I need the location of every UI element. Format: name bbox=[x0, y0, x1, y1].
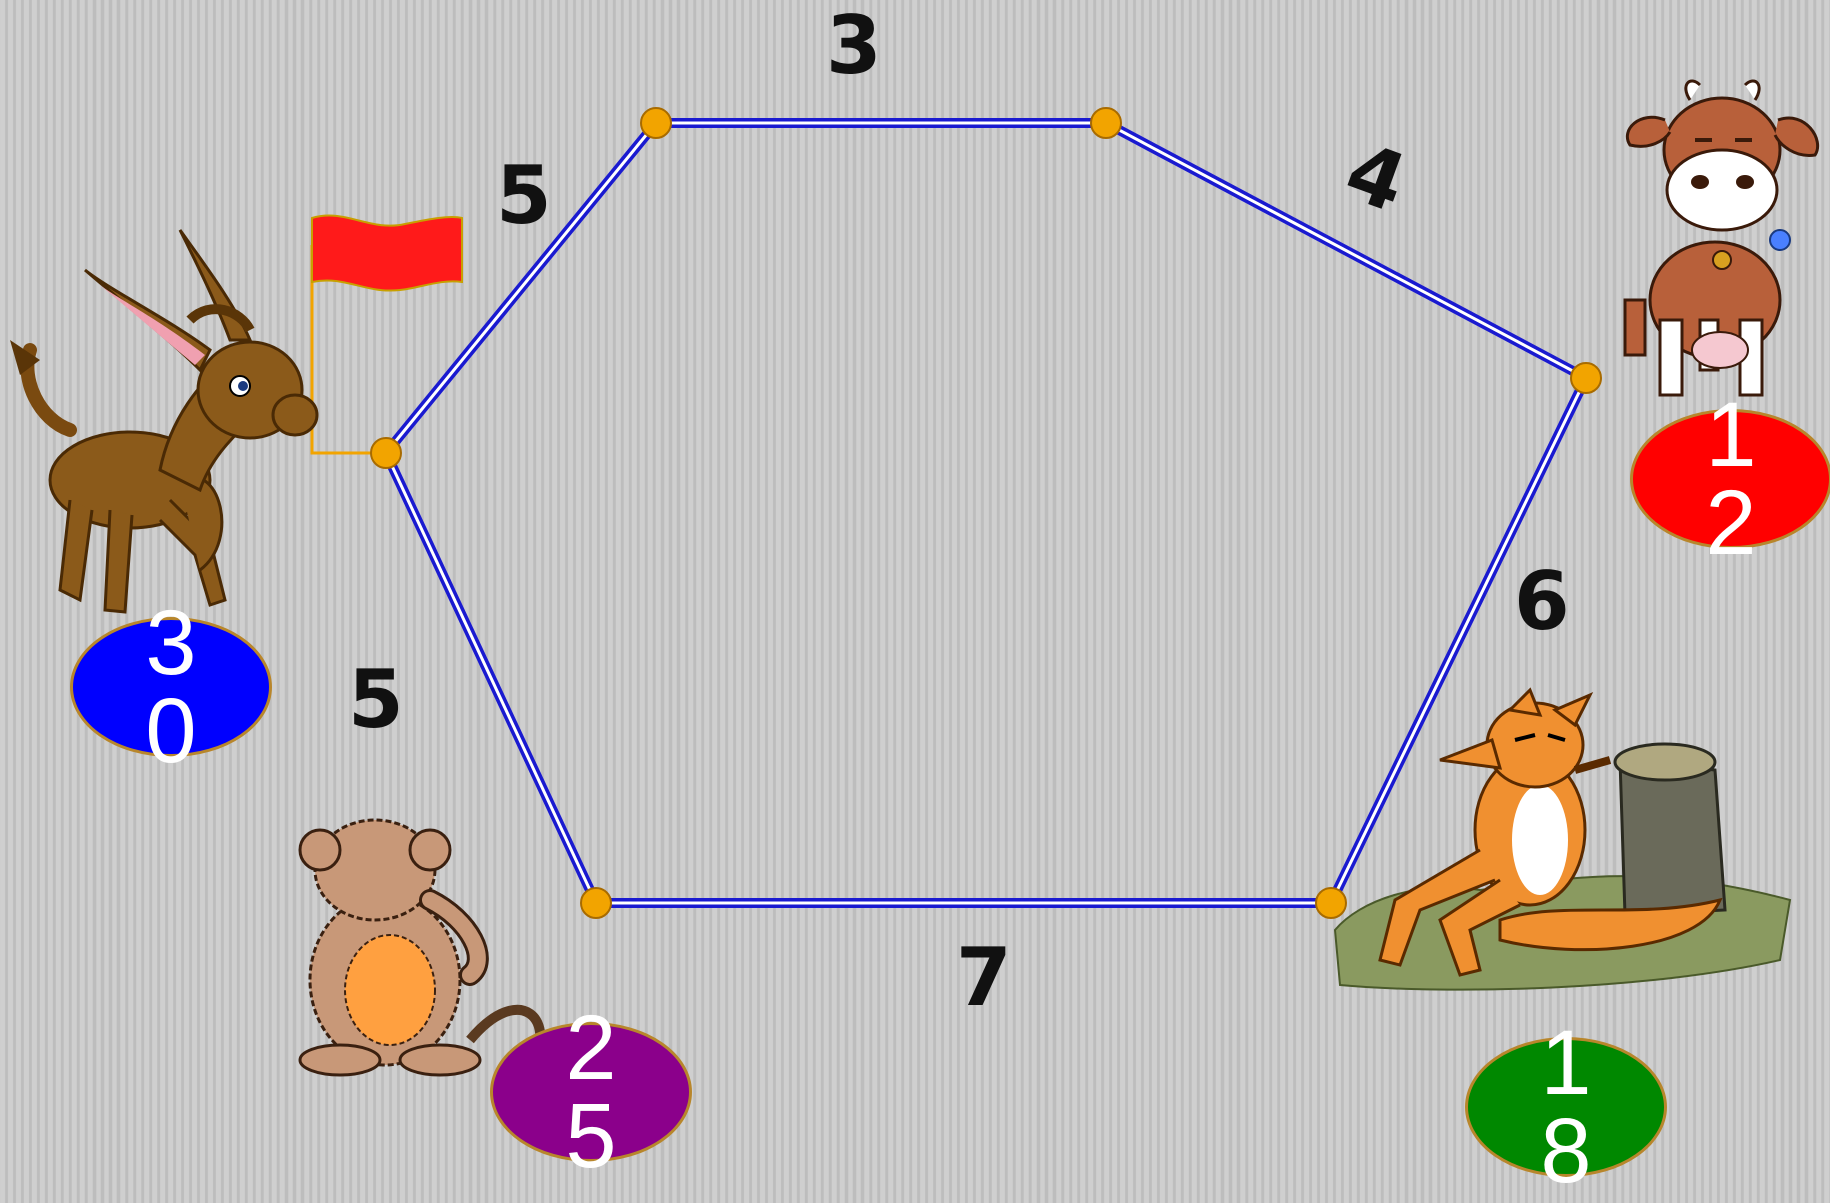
node-top-right bbox=[1090, 107, 1122, 139]
flag-icon bbox=[310, 214, 463, 455]
route-nodes bbox=[370, 107, 1602, 919]
monkey-badge-number: 25 bbox=[565, 996, 617, 1187]
node-bottom-left bbox=[580, 887, 612, 919]
node-left bbox=[370, 437, 402, 469]
edge-label-lower-left: 5 bbox=[348, 653, 404, 746]
fox-badge-number: 18 bbox=[1540, 1011, 1592, 1202]
donkey-badge-number: 30 bbox=[145, 591, 197, 782]
node-right bbox=[1570, 362, 1602, 394]
edge-label-bottom: 7 bbox=[956, 931, 1012, 1024]
fox-badge: 18 bbox=[1465, 1017, 1667, 1197]
cow-icon bbox=[1623, 79, 1820, 397]
edge-label-right: 6 bbox=[1514, 555, 1570, 648]
monkey-badge: 25 bbox=[490, 1002, 692, 1182]
fox-icon bbox=[1333, 687, 1792, 991]
monkey-icon bbox=[298, 818, 546, 1077]
cow-badge-number: 12 bbox=[1705, 383, 1757, 574]
node-top-left bbox=[640, 107, 672, 139]
edge-label-upper-left: 5 bbox=[496, 149, 552, 242]
route-outline bbox=[381, 118, 1591, 908]
donkey-badge: 30 bbox=[70, 597, 272, 777]
donkey-icon bbox=[10, 229, 319, 614]
cow-badge: 12 bbox=[1630, 389, 1830, 569]
node-bottom-right bbox=[1315, 887, 1347, 919]
edge-label-top: 3 bbox=[826, 0, 882, 92]
